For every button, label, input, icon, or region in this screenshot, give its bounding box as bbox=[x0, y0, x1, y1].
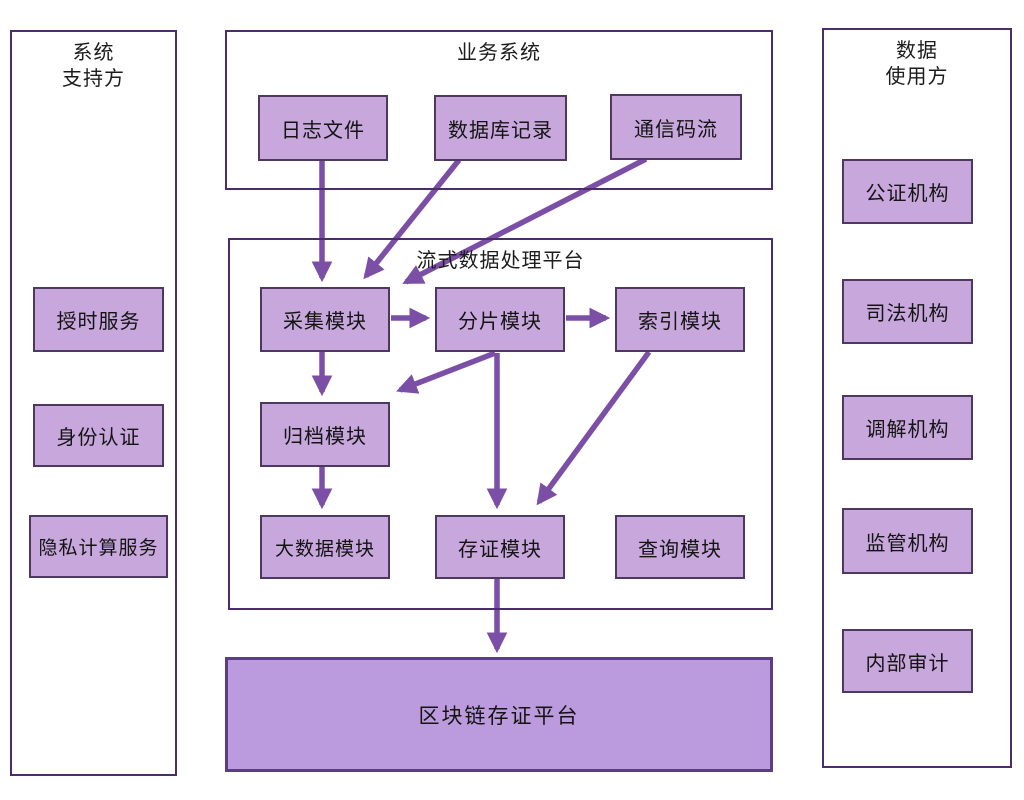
group-business-system: 业务系统 日志文件 数据库记录 通信码流 bbox=[225, 30, 773, 190]
group-streaming-platform-title: 流式数据处理平台 bbox=[416, 250, 585, 272]
node-notary-org: 公证机构 bbox=[842, 159, 973, 224]
node-database-record: 数据库记录 bbox=[434, 95, 567, 161]
group-business-system-title: 业务系统 bbox=[457, 42, 541, 64]
node-log-file: 日志文件 bbox=[258, 95, 388, 161]
group-system-support-title: 系统 支持方 bbox=[12, 40, 175, 92]
group-streaming-platform: 流式数据处理平台 采集模块 分片模块 索引模块 归档模块 大数据模块 存证模块 … bbox=[228, 238, 773, 610]
node-archive-module: 归档模块 bbox=[260, 402, 390, 467]
node-time-service: 授时服务 bbox=[33, 287, 164, 352]
node-privacy-computing: 隐私计算服务 bbox=[29, 515, 168, 578]
group-system-support: 系统 支持方 授时服务 身份认证 隐私计算服务 bbox=[10, 30, 177, 776]
node-collect-module: 采集模块 bbox=[260, 287, 390, 352]
node-blockchain-platform: 区块链存证平台 bbox=[225, 657, 773, 772]
group-data-users-title: 数据 使用方 bbox=[824, 38, 1010, 90]
group-data-users: 数据 使用方 公证机构 司法机构 调解机构 监管机构 内部审计 bbox=[822, 28, 1012, 768]
title-line: 系统 bbox=[72, 42, 115, 64]
node-shard-module: 分片模块 bbox=[435, 287, 565, 352]
title-line: 使用方 bbox=[885, 66, 949, 88]
title-line: 支持方 bbox=[62, 68, 125, 90]
node-identity-auth: 身份认证 bbox=[33, 404, 164, 467]
node-regulatory-org: 监管机构 bbox=[842, 508, 973, 574]
node-judicial-org: 司法机构 bbox=[842, 279, 973, 344]
title-line: 数据 bbox=[896, 40, 938, 62]
node-comm-stream: 通信码流 bbox=[610, 94, 742, 160]
node-internal-audit: 内部审计 bbox=[842, 629, 973, 693]
node-mediation-org: 调解机构 bbox=[842, 395, 973, 460]
node-evidence-module: 存证模块 bbox=[435, 515, 565, 579]
node-index-module: 索引模块 bbox=[615, 287, 745, 352]
node-query-module: 查询模块 bbox=[615, 515, 745, 579]
node-bigdata-module: 大数据模块 bbox=[260, 515, 390, 579]
